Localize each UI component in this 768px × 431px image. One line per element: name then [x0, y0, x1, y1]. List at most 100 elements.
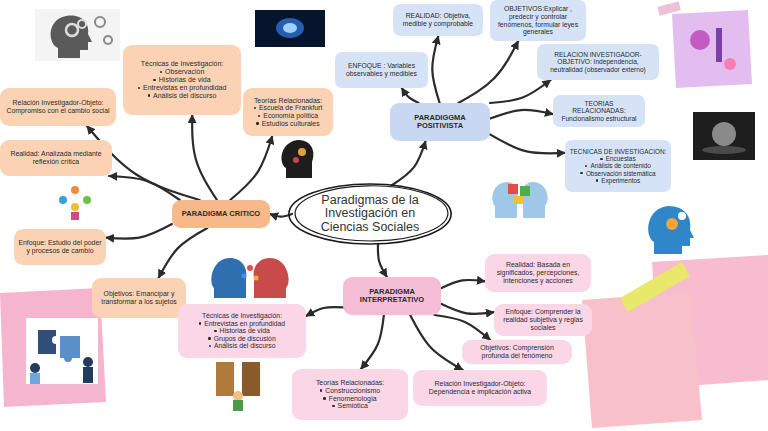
connector-arrow — [402, 88, 419, 103]
bullet — [208, 337, 210, 339]
puzzle-piece — [514, 196, 524, 204]
node-text: ENFOQUE : Variables observables y medibl… — [339, 62, 424, 77]
puzzle-piece — [60, 336, 80, 362]
connector-arrow — [441, 280, 485, 288]
topic-box: ENFOQUE : Variables observables y medibl… — [335, 52, 428, 88]
person-body — [233, 400, 243, 411]
head-gears-image — [35, 9, 120, 61]
connector-arrow — [109, 176, 180, 200]
brain-heads-image — [210, 255, 290, 299]
node-text: Enfoque: Comprender la realidad subjetiv… — [498, 308, 588, 331]
connector-arrow — [159, 228, 208, 278]
connector-arrow — [458, 41, 518, 103]
head-silhouette — [254, 258, 289, 298]
connector-arrow — [378, 244, 387, 277]
list-item: Estudios culturales — [256, 120, 319, 128]
list-item: Entrevistas en profundidad — [138, 84, 227, 92]
bullet-text: Estudios culturales — [262, 120, 320, 128]
person-head — [30, 363, 40, 373]
person-body — [83, 367, 93, 383]
node-text: Realidad: Basada en significados, percep… — [489, 261, 587, 284]
node-text: Objetivos: Emancipar y transformar a los… — [96, 290, 182, 305]
topic-box: Técnicas de Investigación:Entrevistas en… — [178, 304, 306, 358]
dot — [242, 274, 247, 279]
list-item: Análisis de contenido — [585, 162, 651, 169]
gear — [298, 148, 306, 156]
person-icon — [71, 203, 79, 211]
list-item: Análisis del discurso — [148, 92, 217, 100]
connector-arrow — [230, 136, 272, 200]
bullet-text: Escuela de Frankfurt — [259, 104, 323, 112]
person-icon — [59, 196, 67, 204]
person-icon — [71, 186, 79, 194]
sticky-note — [582, 292, 702, 428]
topic-box: REALIDAD: Objetiva, medible y comprobabl… — [393, 4, 483, 36]
brain-glow — [276, 18, 304, 38]
bullet — [256, 122, 258, 124]
node-text: Objetivos: Comprensión profunda del fenó… — [466, 344, 568, 359]
head-silhouette — [648, 206, 694, 254]
person-body — [30, 373, 40, 384]
bullet-text: Semiótica — [338, 402, 368, 410]
bullet-text: Observación — [165, 68, 204, 76]
dot — [247, 265, 253, 271]
gear — [78, 20, 86, 28]
person-head — [83, 357, 93, 367]
bullet — [254, 107, 256, 109]
gear — [95, 17, 105, 27]
node-text: Enfoque: Estudio del poder y procesos de… — [18, 239, 102, 254]
node-text: TECNICAS DE INVESTIGACION: — [570, 148, 667, 155]
topic-box: Teorías Relacionadas:Escuela de Frankfur… — [243, 88, 333, 136]
node-text: Teorías Relacionadas: — [254, 97, 322, 105]
bullet-text: Historias de vida — [159, 76, 211, 84]
sticky-note — [0, 288, 106, 407]
ellipse-stroke — [289, 184, 451, 244]
flask — [690, 30, 710, 50]
connector-arrow — [490, 110, 553, 119]
topic-box: Técnicas de Investigación:ObservaciónHis… — [123, 45, 241, 115]
bullet-text: Encuestas — [606, 155, 636, 162]
topic-box: Enfoque: Comprender la realidad subjetiv… — [494, 304, 592, 336]
bullet-text: Análisis del discurso — [153, 92, 216, 100]
node-text: REALIDAD: Objetiva, medible y comprobabl… — [397, 12, 479, 27]
bullet — [258, 115, 260, 117]
puzzle-piece — [520, 186, 530, 196]
node-text: Técnicas de Investigación: — [141, 60, 224, 68]
globe — [712, 122, 736, 146]
science-image — [672, 10, 752, 88]
topic-box: OBJETIVOS:Explicar , predecir y controla… — [490, 0, 586, 41]
heads-puzzle-image — [491, 176, 549, 220]
node-text: PARADIGMA INTERPRETATIVO — [347, 288, 437, 305]
tape — [620, 262, 690, 312]
list-item: Semiótica — [332, 402, 368, 410]
person-icon — [83, 196, 91, 204]
connector-arrow — [434, 315, 490, 340]
head-silhouette — [282, 140, 314, 178]
head-silhouette — [51, 15, 92, 58]
topic-box: TEORIAS RELACIONADAS: Funcionalismo estr… — [553, 95, 645, 127]
list-item: Fenomenología — [323, 395, 376, 403]
node-text: Paradigmas de la Investigación en Cienci… — [318, 194, 422, 233]
gear — [678, 212, 686, 220]
tape — [657, 1, 681, 15]
bullet — [320, 389, 322, 391]
bullet — [580, 172, 582, 174]
topic-box: Realidad: Basada en significados, percep… — [485, 254, 591, 292]
bullet — [199, 322, 201, 324]
node-text: PARADIGGMA POSITIVISTA — [394, 114, 486, 131]
node-text: OBJETIVOS:Explicar , predecir y controla… — [494, 5, 582, 35]
node-text: Teorías Relacionadas: — [316, 379, 384, 387]
bullet-text: Fenomenología — [329, 395, 377, 403]
bullet-text: Observación sistemática — [586, 170, 656, 177]
list-item: Encuestas — [600, 155, 635, 162]
gear — [66, 24, 78, 36]
topic-box: TECNICAS DE INVESTIGACION:EncuestasAnáli… — [565, 140, 671, 192]
bullet — [138, 87, 140, 89]
list-item: Grupos de discusión — [208, 335, 275, 343]
connector-arrow — [306, 307, 343, 316]
microscope — [716, 28, 722, 62]
topic-box: Realidad: Analizada mediante reflexión c… — [0, 140, 112, 176]
topic-box: Relación Investigador-Objeto: Dependenci… — [413, 370, 547, 406]
central-topic: Paradigmas de la Investigación en Cienci… — [292, 184, 448, 244]
list-item: Observación — [160, 68, 205, 76]
